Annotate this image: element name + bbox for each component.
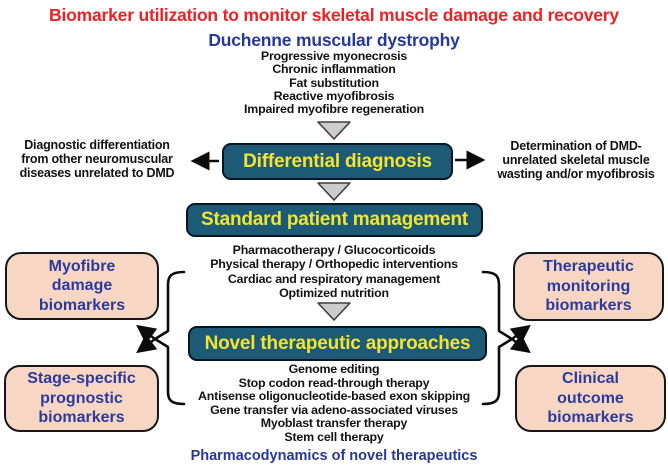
box-line: biomarkers	[547, 409, 634, 427]
box-line: biomarkers	[545, 297, 632, 315]
dmd-feature-list: Progressive myonecrosis Chronic inflamma…	[0, 49, 668, 117]
therapeutic-monitoring-biomarkers-box: Therapeutic monitoring biomarkers	[513, 252, 664, 321]
stage-specific-prognostic-biomarkers-box: Stage-specific prognostic biomarkers	[4, 365, 159, 432]
differential-diagnosis-box: Differential diagnosis	[222, 143, 453, 180]
list-item: Optimized nutrition	[279, 285, 389, 300]
note-line: diseases unrelated to DMD	[19, 166, 175, 181]
novel-therapeutic-approaches-box: Novel therapeutic approaches	[188, 326, 487, 361]
note-line: Diagnostic differentiation	[24, 138, 170, 152]
box-line: biomarkers	[38, 409, 125, 427]
right-brace-split-arrows-icon	[481, 270, 531, 406]
list-item: Gene transfer via adeno-associated virus…	[210, 402, 458, 417]
diagram-title: Biomarker utilization to monitor skeleta…	[49, 5, 619, 25]
myofibre-damage-biomarkers-box: Myofibre damage biomarkers	[5, 252, 159, 320]
diagnosis-left-note: Diagnostic differentiation from other ne…	[6, 138, 188, 181]
list-item: Fat substitution	[289, 75, 379, 90]
box-line: prognostic	[40, 389, 123, 407]
list-item: Stop codon read-through therapy	[238, 375, 430, 390]
list-item: Genome editing	[288, 362, 380, 376]
note-line: wasting and/or myofibrosis	[497, 167, 655, 182]
down-triangle-icon-2	[317, 182, 351, 201]
down-triangle-icon-1	[317, 121, 351, 140]
note-line: from other neuromuscular	[21, 152, 173, 167]
list-item: Pharmacotherapy / Glucocorticoids	[232, 243, 436, 257]
pharmacodynamics-note: Pharmacodynamics of novel therapeutics	[190, 448, 478, 464]
box-line: biomarkers	[38, 296, 126, 314]
box-line: Therapeutic	[543, 258, 634, 276]
disease-heading: Duchenne muscular dystrophy	[208, 30, 460, 50]
clinical-outcome-biomarkers-box: Clinical outcome biomarkers	[515, 365, 666, 432]
management-item-list: Pharmacotherapy / Glucocorticoids Physic…	[0, 243, 668, 300]
down-triangle-icon-3	[317, 302, 351, 321]
diagnosis-right-note: Determination of DMD- unrelated skeletal…	[486, 139, 666, 182]
list-item: Chronic inflammation	[272, 62, 396, 77]
standard-patient-management-box: Standard patient management	[186, 203, 483, 237]
list-item: Myoblast transfer therapy	[260, 416, 408, 431]
box-line: Stage-specific	[27, 370, 136, 388]
list-item: Reactive myofibrosis	[273, 88, 395, 103]
box-line: damage	[51, 277, 113, 295]
box-line: monitoring	[546, 277, 631, 295]
list-item: Physical therapy / Orthopedic interventi…	[210, 257, 458, 272]
list-item: Impaired myofibre regeneration	[244, 102, 424, 117]
left-brace-split-arrows-icon	[136, 270, 186, 406]
novel-item-list: Genome editing Stop codon read-through t…	[0, 362, 668, 445]
list-item: Antisense oligonucleotide-based exon ski…	[198, 389, 470, 404]
box-line: Myofibre	[48, 257, 116, 275]
note-line: Determination of DMD-	[510, 139, 642, 153]
list-item: Cardiac and respiratory management	[227, 271, 441, 286]
note-line: unrelated skeletal muscle	[502, 153, 650, 168]
box-line: Clinical	[562, 370, 619, 388]
list-item: Stem cell therapy	[284, 429, 384, 444]
list-item: Progressive myonecrosis	[260, 49, 408, 63]
box-line: outcome	[557, 389, 624, 407]
